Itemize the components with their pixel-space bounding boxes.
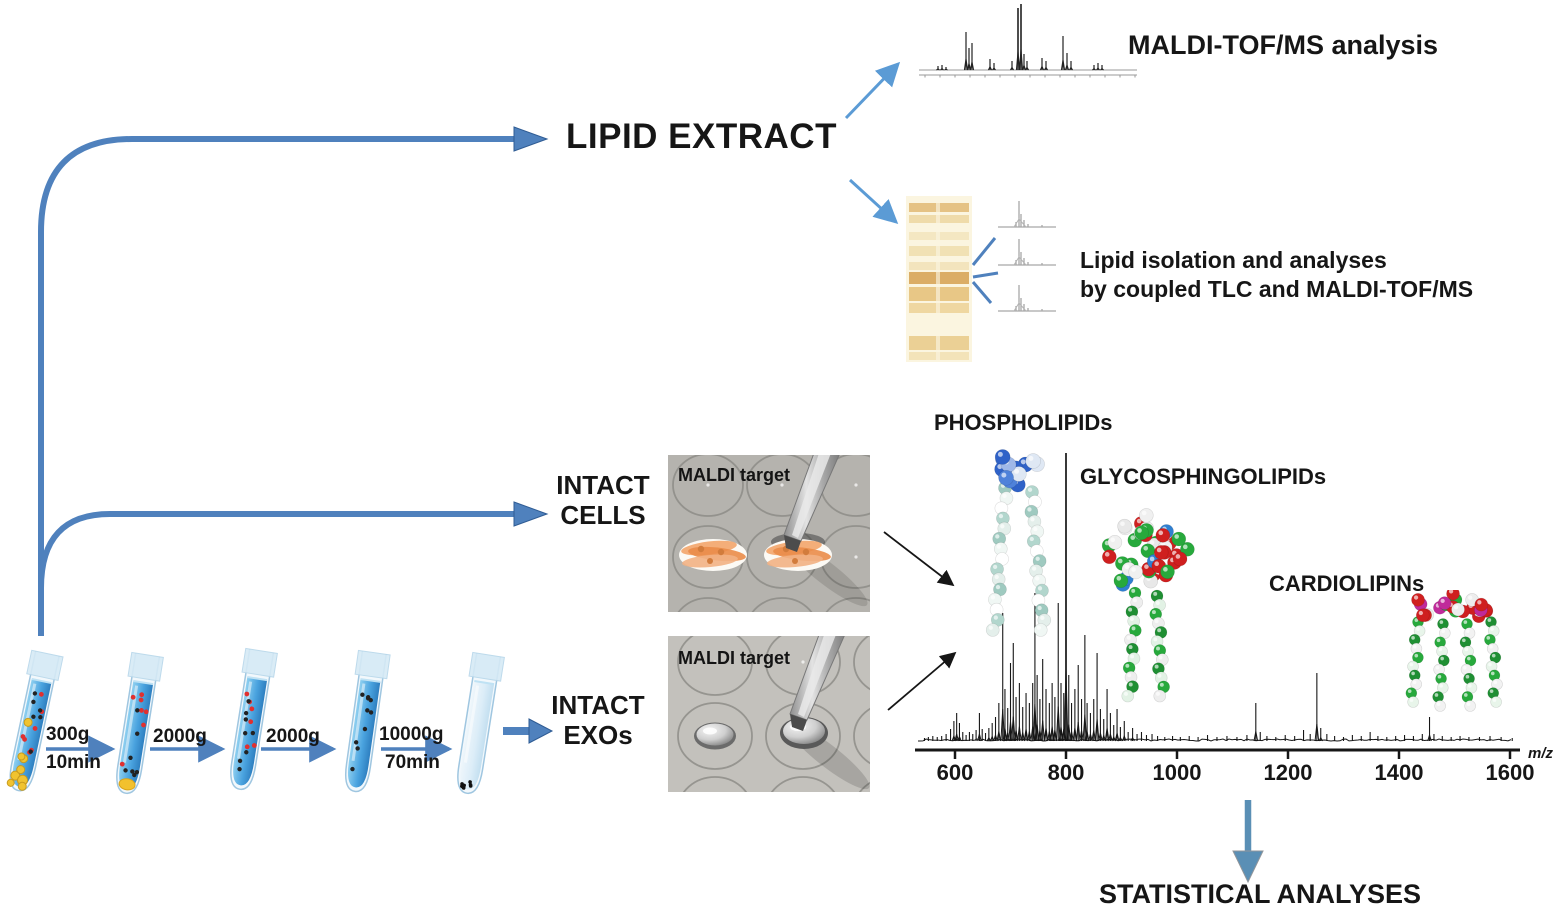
maldi-target-label-2: MALDI target [678,648,790,668]
glycosphingolipids-label: GLYCOSPHINGOLIPIDs [1080,464,1327,489]
lipid-isolation-line1: Lipid isolation and analyses [1080,247,1387,273]
centrifuge-tube-3 [230,647,278,790]
arrowhead-intact-exos [528,718,554,744]
cell-spot-right [764,539,832,571]
tlc-plate [906,196,972,362]
glycosphingolipid-model [1101,508,1195,703]
phospholipids-label: PHOSPHOLIPIDs [934,410,1113,435]
centrifuge-tube-1 [6,649,64,792]
tlc-pointer-2 [972,271,999,279]
axis-tick-label: 1200 [1264,760,1313,785]
axis-tick-label: 1000 [1153,760,1202,785]
step3-g-label: 2000g [266,726,320,747]
lipid-extract-title: LIPID EXTRACT [566,117,837,156]
arrow-exos-to-spectrum [887,651,957,711]
centrifuge-tube-5 [457,651,505,794]
step2-g-label: 2000g [153,726,207,747]
centrifuge-tube-4 [344,649,391,793]
cardiolipins-label: CARDIOLIPINs [1269,571,1425,596]
intact-exos-label: INTACT EXOs [551,690,645,750]
tlc-pointer-1 [971,237,997,266]
statistical-analyses-label: STATISTICAL ANALYSES [1099,879,1422,909]
step4-g-label: 10000g [379,724,444,745]
axis-tick-label: 1400 [1375,760,1424,785]
phospholipid-model [985,449,1052,637]
axis-tick-label: 800 [1048,760,1085,785]
maldi-tof-spectrum-small [919,4,1137,78]
target-well-grid [677,636,870,792]
arrowhead-statistics [1232,850,1264,884]
lipid-isolation-label: Lipid isolation and analyses by coupled T… [1080,246,1473,304]
cardiolipin-model [1405,590,1503,712]
curve-arrowhead-intact-cells [513,501,549,527]
axis-tick-label: 600 [937,760,974,785]
step1-g-label: 300g [46,724,90,745]
maldi-target-photo-cells: MALDI target [668,455,870,612]
arrow-to-tlc [848,178,899,225]
exo-droplet-left [694,722,736,750]
mz-axis-label: m/z [1528,745,1554,762]
cell-spot-left [679,539,747,571]
tlc-lane-gap [936,196,940,362]
curve-arrow-to-intact-cells [38,511,514,589]
pipette [789,636,845,731]
maldi-target-label-1: MALDI target [678,465,790,485]
curve-arrow-to-lipid-extract [38,136,514,636]
arrow-cells-to-spectrum [883,531,955,587]
lipid-isolation-line2: by coupled TLC and MALDI-TOF/MS [1080,276,1474,302]
maldi-analysis-label: MALDI-TOF/MS analysis [1128,30,1439,60]
arrow-to-maldi-spectrum [844,61,901,120]
curve-arrowhead-lipid-extract [513,126,549,152]
intact-cells-label: INTACT CELLS [556,470,650,530]
tlc-pointer-3 [971,281,993,304]
maldi-target-photo-exos: MALDI target [668,636,870,792]
step4-min-label: 70min [385,752,440,773]
pipette [783,455,840,552]
centrifuge-tube-2 [116,651,164,794]
axis-tick-label: 1600 [1486,760,1535,785]
step1-min-label: 10min [46,752,101,773]
tlc-mini-spectra [998,201,1056,312]
